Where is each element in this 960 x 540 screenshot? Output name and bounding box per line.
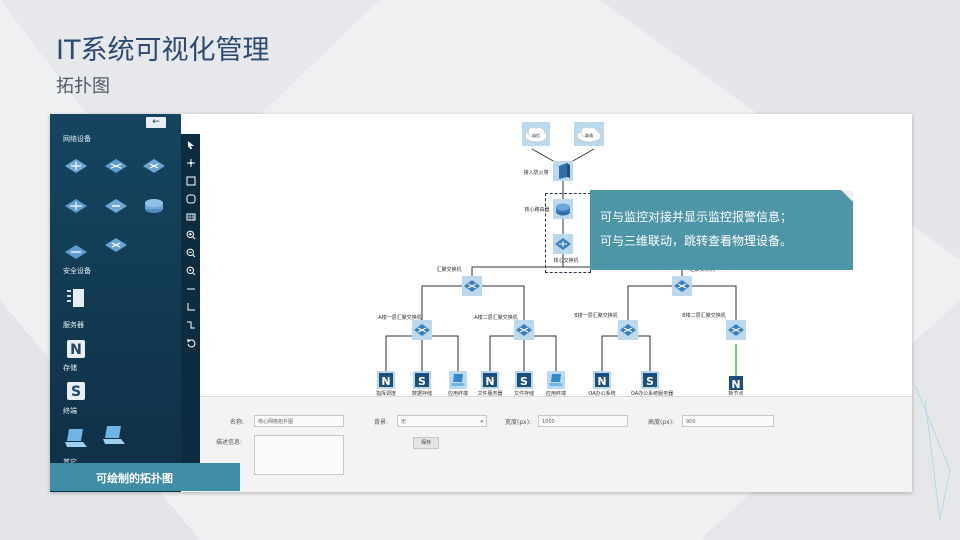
height-input[interactable]: 900 <box>682 415 774 427</box>
line-icon[interactable] <box>183 281 198 296</box>
a2-switch-label: A楼二层汇聚交换机 <box>474 315 518 321</box>
category-terminal-label: 终端 <box>63 407 77 415</box>
end-device-label: 应用终端 <box>447 391 469 397</box>
background-value: 无 <box>401 419 407 425</box>
width-input[interactable]: 1000 <box>538 415 628 427</box>
end-device-label: 数据存储 <box>411 391 433 397</box>
rectangle-icon[interactable] <box>183 173 198 188</box>
core-switch-label: 核心交换机 <box>553 258 579 264</box>
svg-text:S: S <box>520 375 528 388</box>
name-label: 名称: <box>230 419 245 426</box>
width-label: 宽度(px): <box>505 419 532 426</box>
name-input[interactable]: 核心网络拓扑图 <box>254 415 344 427</box>
save-button[interactable]: 保存 <box>413 437 439 449</box>
tooltip-fold <box>841 190 853 202</box>
svg-text:N: N <box>731 378 740 391</box>
category-security-label: 安全设备 <box>63 267 91 275</box>
firewall-label: 接入防火墙 <box>523 170 549 176</box>
tooltip-line-2: 可与三维联动，跳转查看物理设备。 <box>600 234 793 248</box>
router-icon[interactable] <box>140 195 168 217</box>
zoom-in-icon[interactable] <box>183 227 198 242</box>
category-network-label: 网络设备 <box>63 135 91 143</box>
description-label: 描述信息: <box>216 439 243 446</box>
zoom-fit-icon[interactable] <box>183 263 198 278</box>
properties-panel: 名称: 核心网络拓扑图 背景: 无 ▾ 宽度(px): 1000 高度(px):… <box>200 396 912 492</box>
terminal-s-icon[interactable]: S <box>62 380 90 402</box>
new-node-label: 新节点 <box>728 391 744 397</box>
topology-canvas[interactable]: 电信 联通 接入防火墙 核心路由器 核心交换机 汇聚交换机 汇聚交换机 <box>200 114 912 397</box>
security-device-icon[interactable] <box>62 241 90 263</box>
description-textarea[interactable] <box>254 435 344 475</box>
cloud-telecom-label: 电信 <box>532 132 540 138</box>
end-device-label: OA办公系统 <box>588 391 616 397</box>
elbow-line-icon[interactable] <box>183 299 198 314</box>
end-device-label: 文件存储 <box>513 391 535 397</box>
zoom-out-icon[interactable] <box>183 245 198 260</box>
agg-switch-right-label: 汇聚交换机 <box>689 267 715 273</box>
end-device-label: OA办公系统服务器 <box>630 391 674 397</box>
category-server-label: 服务器 <box>63 321 84 329</box>
svg-text:S: S <box>646 375 654 388</box>
laptop-icon[interactable] <box>100 424 128 446</box>
palette-footer-text: 可绘制的拓扑图 <box>96 472 173 485</box>
step-line-icon[interactable] <box>183 317 198 332</box>
svg-text:N: N <box>485 375 494 388</box>
agg-switch-left-label: 汇聚交换机 <box>436 267 462 273</box>
security-device-icon[interactable] <box>102 234 130 256</box>
move-icon[interactable] <box>183 155 198 170</box>
slide-subtitle: 拓扑图 <box>56 76 110 97</box>
svg-text:N: N <box>597 375 606 388</box>
router-label: 核心路由器 <box>524 207 550 213</box>
switch-icon[interactable] <box>102 195 130 217</box>
arrow-left-icon[interactable]: ← <box>146 117 166 128</box>
end-device-label: 指挥调度 <box>375 391 397 397</box>
undo-icon[interactable] <box>183 335 198 350</box>
switch-icon[interactable] <box>102 155 130 177</box>
background-label: 背景: <box>374 419 389 426</box>
svg-text:S: S <box>418 375 426 388</box>
end-device-label: 应用终端 <box>545 391 567 397</box>
height-label: 高度(px): <box>648 419 675 426</box>
server-icon[interactable] <box>62 287 90 309</box>
laptop-icon[interactable] <box>62 427 90 449</box>
switch-icon[interactable] <box>62 195 90 217</box>
cloud-unicom-label: 联通 <box>585 132 593 138</box>
b2-switch-label: B楼二层汇聚交换机 <box>682 313 726 319</box>
svg-text:N: N <box>381 375 390 388</box>
selection-box <box>545 193 591 273</box>
palette-footer: 可绘制的拓扑图 <box>50 463 240 491</box>
drawing-toolbar <box>181 134 200 464</box>
switch-icon[interactable] <box>62 155 90 177</box>
topology-editor-window: ← 网络设备 安全设备 服务器 N <box>50 114 912 492</box>
slide-title: IT系统可视化管理 <box>56 35 270 66</box>
category-other-label: 其它 <box>63 458 77 466</box>
device-palette: ← 网络设备 安全设备 服务器 N <box>50 114 181 492</box>
background-select[interactable]: 无 ▾ <box>397 415 487 427</box>
pointer-icon[interactable] <box>183 137 198 152</box>
category-storage-label: 存储 <box>63 364 77 372</box>
chevron-down-icon: ▾ <box>480 419 483 425</box>
end-device-label: 文件服务器 <box>477 391 503 397</box>
monitor-tooltip: 可与监控对接并显示监控报警信息； 可与三维联动，跳转查看物理设备。 <box>590 190 853 270</box>
storage-n-icon[interactable]: N <box>62 338 90 360</box>
a1-switch-label: A楼一层汇聚交换机 <box>378 315 422 321</box>
rounded-rect-icon[interactable] <box>183 191 198 206</box>
svg-text:N: N <box>70 342 82 358</box>
tooltip-line-1: 可与监控对接并显示监控报警信息； <box>600 210 793 224</box>
grid-icon[interactable] <box>183 209 198 224</box>
svg-text:S: S <box>71 384 81 400</box>
switch-icon[interactable] <box>140 155 168 177</box>
b1-switch-label: B楼一层汇聚交换机 <box>574 313 618 319</box>
